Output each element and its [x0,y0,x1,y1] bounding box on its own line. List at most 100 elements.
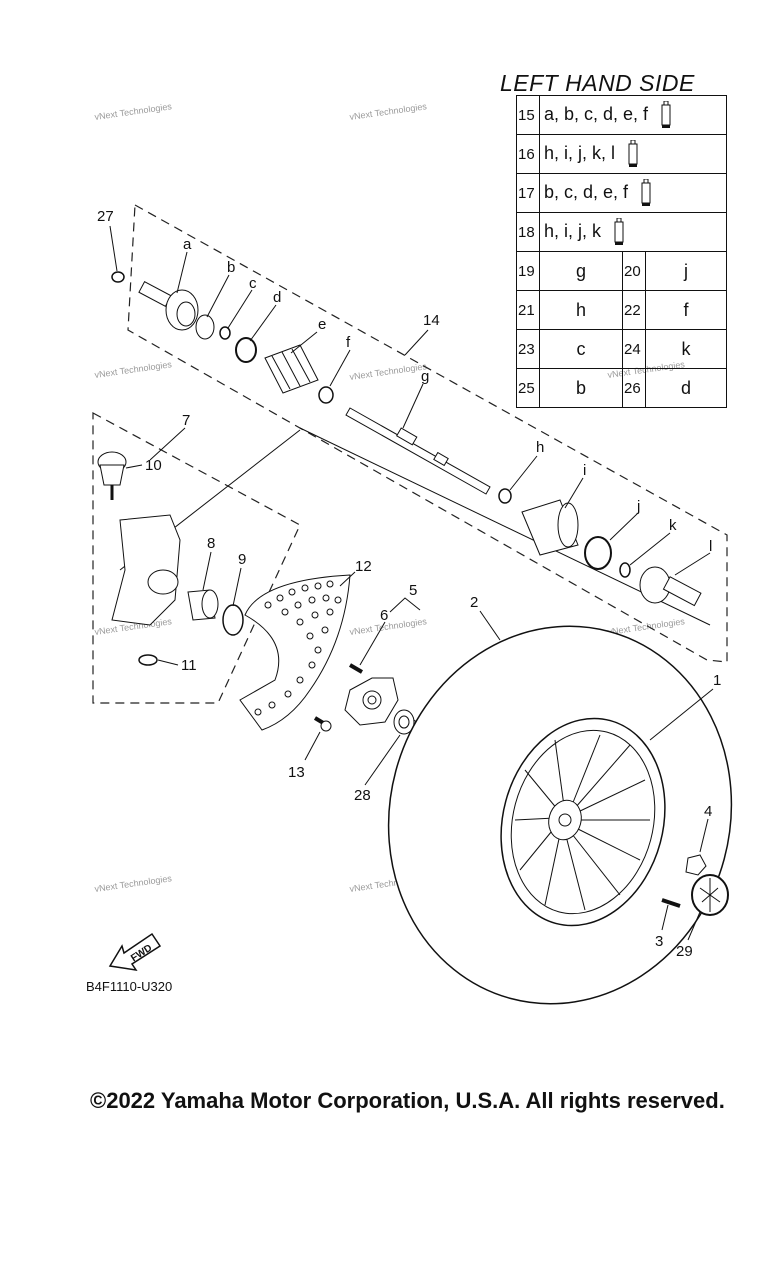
callout-e: e [318,316,326,333]
callout-27: 27 [97,208,114,225]
watermark: vNext Technologies [349,101,428,122]
valve-3 [661,898,681,908]
pair-value: b [539,368,623,408]
diagram-code: B4F1110-U320 [86,979,173,994]
shaft-g [345,407,491,495]
circlip-27 [111,271,125,283]
lug-nut-4 [685,854,707,876]
steering-knuckle [111,514,181,626]
wheel-assembly [387,625,733,1005]
callout-9: 9 [238,551,246,568]
callout-l: l [709,538,712,555]
wheel-hub-5 [344,677,399,726]
callout-10: 10 [145,457,162,474]
bolt-13 [313,716,332,732]
grease-tube-icon [661,101,671,128]
grease-tube-icon [641,179,651,206]
pair-value: f [645,290,727,330]
kit-contents: a, b, c, d, e, f [539,95,727,135]
watermark: vNext Technologies [94,873,173,894]
table-row: 19 g 20 j [516,251,727,291]
hub-group-bracket [389,597,421,613]
ball-joint-10 [97,451,127,500]
watermark: vNext Technologies [349,616,428,637]
watermark: vNext Technologies [94,359,173,380]
pair-number: 19 [516,251,540,291]
stud-6 [348,663,364,674]
band-h [498,488,512,504]
kit-number: 18 [516,212,540,252]
pair-number: 22 [622,290,646,330]
boot-i [521,499,579,556]
table-row: 17 b, c, d, e, f [516,173,727,213]
watermark: vNext Technologies [349,361,428,382]
spacer-28 [393,709,415,735]
callout-g: g [421,368,429,385]
kit-contents: h, i, j, k, l [539,134,727,174]
kit-letters: a, b, c, d, e, f [544,103,649,124]
callout-8: 8 [207,535,215,552]
table-row: 18 h, i, j, k [516,212,727,252]
callout-c: c [249,275,257,292]
kit-number: 16 [516,134,540,174]
kit-letters: h, i, j, k, l [544,142,616,163]
callout-b: b [227,259,235,276]
pair-value: d [645,368,727,408]
callout-28: 28 [354,787,371,804]
table-row: 23 c 24 k [516,329,727,369]
brake-disc-12 [239,574,351,731]
callout-2: 2 [470,594,478,611]
callout-f: f [346,334,351,351]
pair-value: g [539,251,623,291]
ring-b [195,314,215,340]
callout-labels: 27 a b c d e f 14 g h i j k l 7 10 8 9 1… [97,208,721,960]
callout-13: 13 [288,764,305,781]
callout-4: 4 [704,803,712,820]
table-row: 21 h 22 f [516,290,727,330]
callout-12: 12 [355,558,372,575]
boot-e [264,344,319,394]
inner-cv-joint-l [639,566,702,607]
callout-j: j [636,498,640,515]
fwd-arrow-icon: FWD [108,932,162,972]
driveshaft-group-outline [127,204,728,663]
band-d [235,337,257,363]
kit-number: 17 [516,173,540,213]
pair-number: 26 [622,368,646,408]
clip-c [219,326,231,340]
knuckle-group-outline [92,411,301,704]
kit-number: 15 [516,95,540,135]
copyright-notice: ©2022 Yamaha Motor Corporation, U.S.A. A… [90,1088,725,1113]
kit-contents: b, c, d, e, f [539,173,727,213]
band-j [584,536,612,570]
grease-tube-icon [628,140,638,167]
table-row: 16 h, i, j, k, l [516,134,727,174]
kit-letters: b, c, d, e, f [544,181,629,202]
table-row: 25 b 26 d [516,368,727,408]
bearing-8 [187,589,219,621]
pair-value: c [539,329,623,369]
kit-contents: h, i, j, k [539,212,727,252]
band-f [318,386,334,404]
pair-value: j [645,251,727,291]
callout-11: 11 [181,657,197,674]
pair-value: h [539,290,623,330]
callout-h: h [536,439,544,456]
pair-number: 20 [622,251,646,291]
outer-cv-joint [138,280,199,331]
watermark: vNext Technologies [94,101,173,122]
circlip-11 [138,654,158,666]
pair-number: 23 [516,329,540,369]
rim-1 [500,717,666,927]
callout-5: 5 [409,582,417,599]
leader-lines [109,225,714,941]
kit-reference-table: 15 a, b, c, d, e, f 16 h, i, j, k, l 17 … [516,95,727,408]
callout-3: 3 [655,933,663,950]
clip-k [619,562,631,578]
center-cap-29 [691,874,729,916]
kit-letters: h, i, j, k [544,220,602,241]
pair-number: 21 [516,290,540,330]
callout-d: d [273,289,281,306]
callout-14: 14 [423,312,440,329]
